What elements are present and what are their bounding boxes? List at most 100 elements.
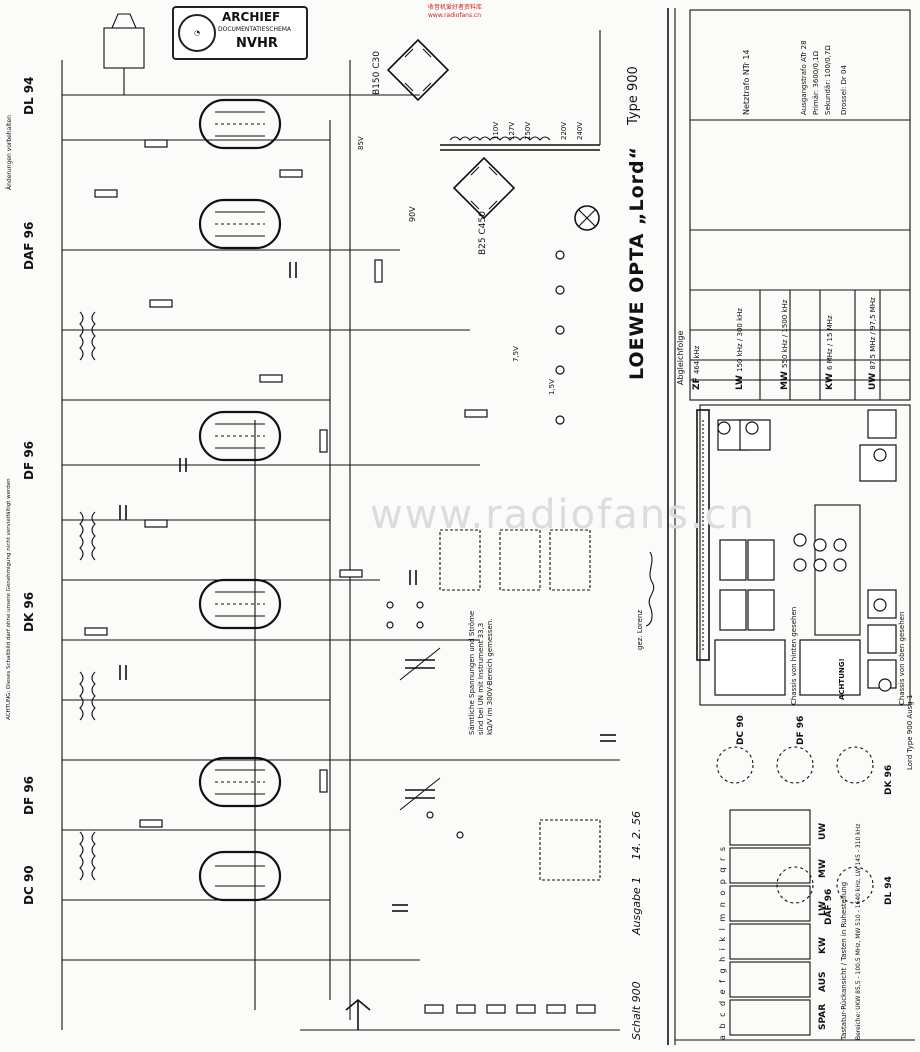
switch-contacts xyxy=(386,250,565,839)
tube-label-dk96: DK 96 xyxy=(22,591,36,632)
band-freq: 550 kHz / 1500 kHz xyxy=(781,299,789,368)
tube-daf96 xyxy=(198,198,282,250)
band-row-zf: ZF 464 kHz xyxy=(692,346,702,390)
schematic-edition: Ausgabe 1 xyxy=(630,876,643,935)
brand-name: LOEWE OPTA xyxy=(626,232,648,380)
edge-lord-type: Type 900 xyxy=(906,720,914,753)
switch-letters: a b c d e f g h i k l m n o p q r s xyxy=(718,844,727,1040)
switch-key-panel xyxy=(729,809,811,1036)
socket-label-df96: DF 96 xyxy=(796,715,806,745)
coil-table-sub-1: Primär: 3600/0,1Ω xyxy=(812,50,820,115)
signature xyxy=(645,551,655,627)
if-transformers xyxy=(439,529,601,881)
band-row-kw: KW 6 MHz / 15 MHz xyxy=(825,315,835,390)
notice-changes: Änderungen vorbehalten xyxy=(6,115,13,190)
fuse-row xyxy=(424,1004,596,1014)
voltage-7-5: 7,5V xyxy=(512,346,520,362)
site-header-line2: www.radiofans.cn xyxy=(428,12,482,19)
resistors xyxy=(84,139,488,828)
tube-label-df96-upper: DF 96 xyxy=(22,440,36,480)
rectifier-label-top: B150 C30 xyxy=(372,51,382,95)
capacitors xyxy=(119,262,616,912)
band-name: LW xyxy=(735,375,745,390)
tube-label-dc90: DC 90 xyxy=(22,865,36,905)
edge-lord: Lord Type 900 Ausg 1 xyxy=(906,695,914,770)
switch-label-kw: KW xyxy=(818,937,828,954)
tube-label-dl94: DL 94 xyxy=(22,76,36,115)
coil-table-head: Netztrafo NTr 14 xyxy=(742,49,751,115)
dial-lamp xyxy=(574,205,600,231)
socket-label-dk96: DK 96 xyxy=(884,764,894,795)
band-name: MW xyxy=(780,371,790,390)
brand-title: LOEWE OPTA „Lord“ xyxy=(626,146,648,380)
tube-df96-lower xyxy=(198,756,282,808)
band-name: UW xyxy=(868,372,878,390)
chassis-layout xyxy=(696,404,911,706)
coil-table-sub-3: Drossel: Dr 04 xyxy=(840,65,848,115)
rectifier-b150 xyxy=(386,38,450,102)
schematic-number: Schalt 900 xyxy=(630,981,643,1040)
chassis-rear-label: Chassis von hinten gesehen xyxy=(790,606,798,705)
tube-sockets xyxy=(716,746,874,904)
tube-df96-upper xyxy=(198,410,282,462)
edge-lord-ausg: Ausg 1 xyxy=(906,694,914,719)
rectifier-label-bottom: B25 C450 xyxy=(478,211,488,255)
chassis-top-label: Chassis von oben gesehen xyxy=(898,611,906,705)
coil-table-grid xyxy=(689,9,911,401)
notice-copyright: ACHTUNG: Dieses Schaltbild darf ohne uns… xyxy=(6,478,12,720)
socket-label-dc90: DC 90 xyxy=(736,715,746,745)
tuning-capacitor xyxy=(399,647,441,811)
speaker-symbol xyxy=(103,13,145,95)
edge-lord-name: Lord xyxy=(906,754,914,770)
band-name: ZF xyxy=(692,377,702,390)
band-row-uw: UW 87,5 MHz / 97,5 MHz xyxy=(868,297,878,390)
band-freq: 464 kHz xyxy=(693,345,701,375)
coil-table-sub-2: Sekundär: 100/0,7Ω xyxy=(824,45,832,115)
measurement-note: Sämtliche Spannungen und Ströme sind bei… xyxy=(468,610,494,735)
tube-dc90 xyxy=(198,850,282,902)
stamp-org: ARCHIEF xyxy=(222,10,281,24)
model-name: „Lord“ xyxy=(626,145,648,225)
band-table-title: Abgleichfolge xyxy=(676,330,685,385)
band-row-lw: LW 150 kHz / 300 kHz xyxy=(735,308,745,390)
site-header: 收音机爱好者资料库 www.radiofans.cn xyxy=(428,4,482,20)
voltage-127: 127V xyxy=(508,121,516,140)
coil-table-sub-0: Ausgangstrafo ATr 28 xyxy=(800,40,808,115)
tube-label-daf96: DAF 96 xyxy=(22,221,36,270)
archive-stamp: ◔ ARCHIEF DOCUMENTATIESCHEMA NVHR xyxy=(172,6,308,60)
voltage-220: 220V xyxy=(560,121,568,140)
band-freq: 6 MHz / 15 MHz xyxy=(826,315,834,370)
switch-note: Tastatur-Rückansicht / Tasten in Ruheste… xyxy=(840,881,848,1040)
stamp-meter-icon: ◔ xyxy=(178,14,216,52)
stamp-code: NVHR xyxy=(236,36,278,51)
rectifier-b25 xyxy=(452,156,516,220)
tube-dk96 xyxy=(198,578,282,630)
voltage-85: 85V xyxy=(357,136,365,150)
tube-label-df96-lower: DF 96 xyxy=(22,775,36,815)
voltage-240: 240V xyxy=(576,121,584,140)
switch-label-aus: AUS xyxy=(818,971,828,992)
site-header-line1: 收音机爱好者资料库 xyxy=(428,4,483,11)
stamp-sub: DOCUMENTATIESCHEMA xyxy=(218,26,292,33)
type-title: Type 900 xyxy=(626,66,641,125)
band-row-mw: MW 550 kHz / 1500 kHz xyxy=(780,300,790,390)
band-freq: 87,5 MHz / 97,5 MHz xyxy=(869,297,877,370)
voltage-110: 110V xyxy=(492,121,500,140)
tube-dl94 xyxy=(198,98,282,150)
watermark: www.radiofans.cn xyxy=(370,492,756,538)
band-name: KW xyxy=(825,373,835,390)
switch-label-mw: MW xyxy=(818,859,828,878)
switch-label-lw: LW xyxy=(818,901,828,916)
lamp-voltage: 90V xyxy=(408,206,417,222)
switch-label-uw: UW xyxy=(818,822,828,840)
band-freq: 150 kHz / 300 kHz xyxy=(736,307,744,372)
power-transformer xyxy=(440,30,601,151)
switch-label-spar: SPAR xyxy=(818,1003,828,1030)
voltage-1-5: 1,5V xyxy=(548,379,556,395)
switch-bereich: Bereiche: UKW 85,5 - 100,5 MHz, MW 510 -… xyxy=(855,823,862,1040)
voltage-150: 150V xyxy=(524,121,532,140)
chassis-warning: ACHTUNG! xyxy=(838,658,846,700)
antenna-symbol xyxy=(345,998,371,1030)
signature-label: gez. Lorenz xyxy=(636,609,644,650)
